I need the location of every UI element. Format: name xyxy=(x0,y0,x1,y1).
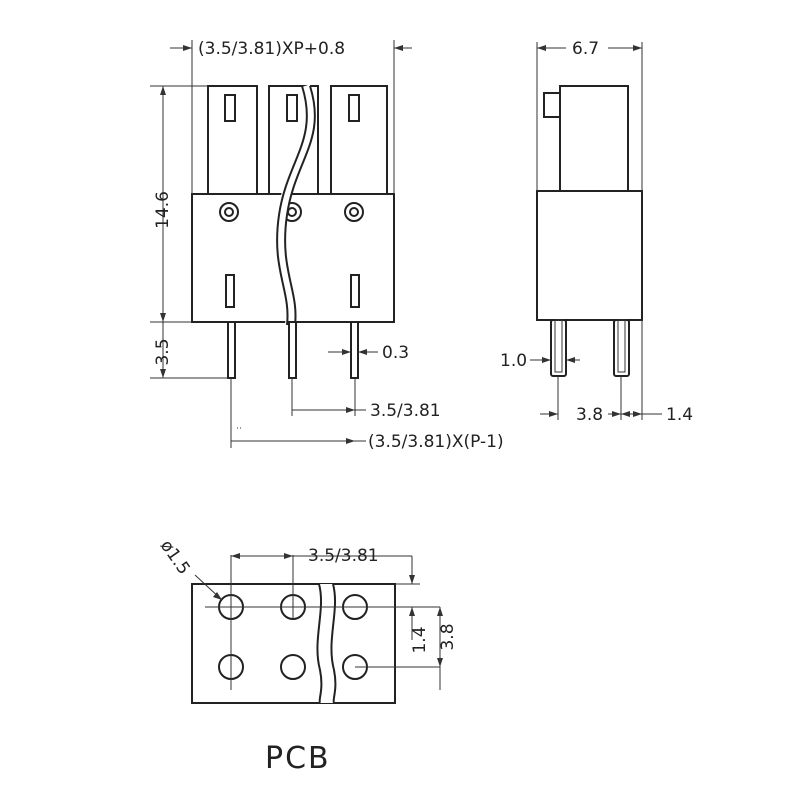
body-slot-3 xyxy=(350,274,360,308)
break-line-right xyxy=(284,85,316,326)
pcb-break-left xyxy=(316,583,323,704)
pcb-break-gap xyxy=(317,584,336,703)
side-dimensions: 6.7 1.0 3.8 1.4 xyxy=(500,39,693,425)
side-view xyxy=(536,85,643,377)
dim-pin-length-label: 3.5 xyxy=(153,338,173,365)
dim-pin-diameter-label: 1.0 xyxy=(500,351,527,371)
break-line-left xyxy=(276,85,308,326)
body-slot-1 xyxy=(225,274,235,308)
side-pin-2 xyxy=(613,319,630,377)
dim-pin-thickness-label: 0.3 xyxy=(382,343,409,363)
pcb-view xyxy=(191,555,440,704)
dim-top-label: (3.5/3.81)XP+0.8 xyxy=(198,39,345,59)
break-line xyxy=(275,84,315,326)
dim-row-offset-label: 1.4 xyxy=(410,626,430,653)
pcb-title: PCB xyxy=(265,741,331,776)
dim-row-spacing-label: 3.8 xyxy=(438,623,458,650)
clamp-slot-2 xyxy=(286,94,298,122)
pcb-outline xyxy=(191,583,396,704)
dim-pin-spacing-label: 3.8 xyxy=(576,405,603,425)
pin-1 xyxy=(227,321,236,379)
clamp-head-1 xyxy=(207,85,258,195)
pcb-hole-5 xyxy=(280,654,306,680)
side-tab xyxy=(543,92,561,118)
screw-hole-1 xyxy=(219,202,239,222)
pcb-break-right xyxy=(330,583,337,704)
dim-pin-span-label: (3.5/3.81)X(P-1) xyxy=(368,432,504,452)
front-view xyxy=(191,84,395,379)
screw-hole-3 xyxy=(344,202,364,222)
side-head xyxy=(559,85,629,192)
dim-depth-label: 6.7 xyxy=(572,39,599,59)
clamp-slot-1 xyxy=(224,94,236,122)
dim-pitch-label: 3.5/3.81 xyxy=(370,401,441,421)
side-body xyxy=(536,190,643,321)
dim-height-label: 14.6 xyxy=(153,191,173,229)
side-pin-1 xyxy=(550,319,567,377)
dim-pin-offset-label: 1.4 xyxy=(666,405,693,425)
pin-2 xyxy=(288,321,297,379)
dim-pcb-pitch-label: 3.5/3.81 xyxy=(308,546,379,566)
dim-hole-label: ø1.5 xyxy=(156,536,194,578)
front-dimensions: (3.5/3.81)XP+0.8 14.6 3.5 0.3 3.5/3.81 ( xyxy=(150,39,504,452)
pin-3 xyxy=(350,321,359,379)
clamp-slot-3 xyxy=(348,94,360,122)
